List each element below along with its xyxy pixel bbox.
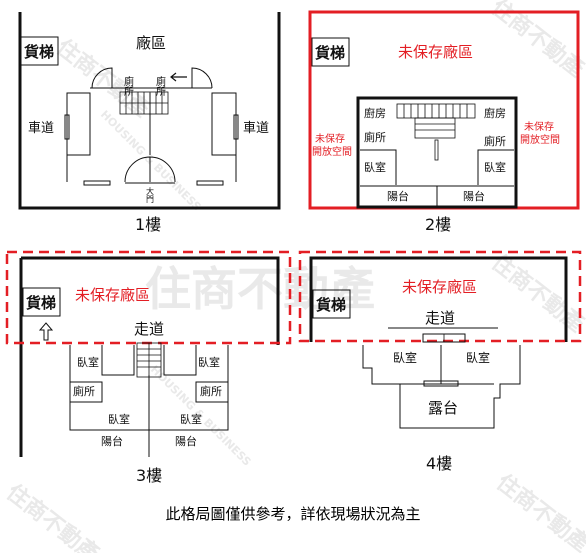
floor-4-bedroom-left: 臥室	[393, 350, 417, 365]
floor-1-outer-wall	[18, 12, 281, 210]
floor-3-toilet-left: 廁所	[73, 384, 95, 398]
floor-2-stairs	[396, 103, 476, 161]
watermark-brand-mid-right: 住商不動產	[486, 249, 586, 337]
floor-1-labels: 貨梯 廠區 車道 車道 廁所 廁所 大門 1樓	[24, 34, 269, 234]
floor-2-open-right-line2: 開放空間	[520, 133, 560, 146]
floor-3-toilet-right: 廁所	[200, 384, 222, 398]
floor-3-unsaved-hall: 未保存廠區	[75, 286, 150, 304]
floor-3-caption: 3樓	[136, 466, 162, 485]
floor-2-kitchen-right: 廚房	[484, 106, 506, 120]
floor-2-unsaved-hall: 未保存廠區	[398, 43, 473, 61]
floor-4-terrace: 露台	[428, 399, 458, 417]
floor-3-elevator-label: 貨梯	[26, 294, 56, 312]
floor-2-elevator-label: 貨梯	[315, 44, 345, 62]
floor-1-toilet-a: 廁所	[122, 75, 134, 97]
floor-1-road-left: 車道	[28, 121, 54, 136]
floor-1-plan	[18, 12, 281, 210]
floor-3-up-arrow-icon	[38, 322, 54, 341]
floor-4-unsaved-hall: 未保存廠區	[402, 278, 477, 296]
floor-4-room-walls	[362, 345, 521, 429]
floor-3-corridor: 走道	[134, 320, 164, 338]
floor-2-toilet-left: 廁所	[364, 130, 386, 144]
floor-2-toilet-right: 廁所	[484, 134, 506, 148]
floor-1-arrow-icon	[170, 72, 187, 82]
floor-1-toilet-b: 廁所	[154, 75, 166, 97]
floor-2-balcony-left: 陽台	[387, 189, 409, 203]
floor-4-door-frame	[423, 380, 459, 387]
floor-1-elevator-label: 貨梯	[24, 43, 54, 61]
floor-1-window-side-right	[233, 114, 239, 140]
floor-3-plan	[5, 250, 292, 457]
floor-3-labels: 貨梯 未保存廠區 走道 臥室 臥室 廁所 廁所 臥室 臥室 陽台 陽台 3樓	[26, 286, 222, 485]
floor-4-labels: 貨梯 未保存廠區 走道 臥室 臥室 露台 4樓	[316, 278, 490, 473]
floor-4-bedroom-right: 臥室	[466, 350, 490, 365]
floor-4-plan	[298, 250, 582, 429]
floor-2-plan	[308, 10, 580, 210]
floor-2-kitchen-left: 廚房	[364, 106, 386, 120]
floor-4-caption: 4樓	[426, 454, 452, 473]
floor-2-labels: 貨梯 未保存廠區 未保存 開放空間 未保存 開放空間 廚房 廚房 廁所 廁所 臥…	[312, 43, 560, 234]
floor-3-room-walls	[69, 345, 229, 457]
floor-1-window-right	[196, 180, 224, 186]
floor-2-open-right-line1: 未保存	[524, 120, 554, 133]
floor-4-elevator-box	[312, 289, 351, 319]
floor-2-elevator-box	[311, 37, 350, 67]
floor-4-outer-wall	[309, 256, 568, 342]
footer-note: 此格局圖僅供參考，詳依現場狀況為主	[165, 505, 421, 523]
floor-3-bedroom-tr: 臥室	[198, 355, 220, 369]
floor-1-caption: 1樓	[135, 215, 161, 234]
floor-4-elevator-label: 貨梯	[316, 296, 346, 314]
floor-3-elevator-box	[22, 287, 61, 317]
floor-2-bedroom-right: 臥室	[484, 160, 506, 174]
floor-3-bedroom-br: 臥室	[180, 412, 202, 426]
floor-1-window-side-left	[64, 114, 70, 140]
floor-1-hall-label: 廠區	[136, 34, 166, 52]
floor-3-stairs	[136, 342, 162, 378]
floor-2-open-left-line2: 開放空間	[312, 145, 352, 158]
floor-3-bedroom-tl: 臥室	[77, 355, 99, 369]
floor-1-window-left	[83, 180, 111, 186]
floor-2-open-left-line1: 未保存	[315, 132, 345, 145]
floor-2-caption: 2樓	[425, 215, 451, 234]
floor-1-stairs	[119, 91, 169, 115]
floor-1-road-right: 車道	[243, 121, 269, 136]
floor-3-bedroom-bl: 臥室	[108, 412, 130, 426]
floor-3-balcony-right: 陽台	[175, 434, 197, 448]
floor-1-door-left	[91, 67, 113, 89]
floor-2-bedroom-left: 臥室	[364, 160, 386, 174]
watermark-brand-center: 住商不動產	[145, 262, 375, 316]
floor-4-corridor: 走道	[425, 309, 455, 327]
floor-1-main-door	[124, 156, 176, 183]
floor-3-balcony-left: 陽台	[101, 434, 123, 448]
floor-1-toilet-block	[66, 87, 237, 156]
floor-4-unsaved-zone	[298, 250, 582, 343]
floor-2-balcony-right: 陽台	[463, 189, 485, 203]
floor-1-door-right	[191, 67, 213, 89]
floor-2-room-walls	[360, 149, 514, 207]
floor-1-main-door-label: 大門	[146, 186, 155, 204]
